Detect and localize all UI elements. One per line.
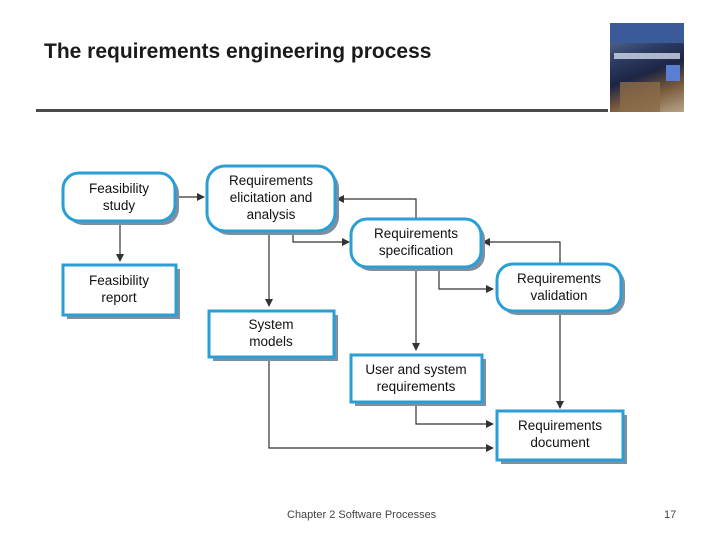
node-req-document <box>495 409 625 462</box>
node-specification <box>349 217 483 269</box>
arrow-spec-to-validation <box>438 268 494 293</box>
page-number: 17 <box>664 509 677 521</box>
arrow-spec-feedback <box>336 195 417 219</box>
arrow-models-to-document <box>268 357 494 452</box>
node-feasibility-report <box>61 263 178 317</box>
node-user-system-req <box>349 353 484 404</box>
node-elicitation <box>205 164 337 233</box>
title-divider <box>36 109 608 112</box>
arrow-elicitation-to-spec <box>292 232 350 246</box>
arrow-userreq-to-document <box>415 403 494 428</box>
node-validation <box>495 262 623 313</box>
arrow-validation-feedback <box>482 238 561 264</box>
arrows <box>116 193 564 452</box>
book-cover-image <box>610 23 684 112</box>
node-system-models <box>207 309 336 359</box>
node-feasibility-study <box>61 171 177 223</box>
slide-title: The requirements engineering process <box>44 40 432 63</box>
footer-chapter: Chapter 2 Software Processes <box>287 509 437 521</box>
